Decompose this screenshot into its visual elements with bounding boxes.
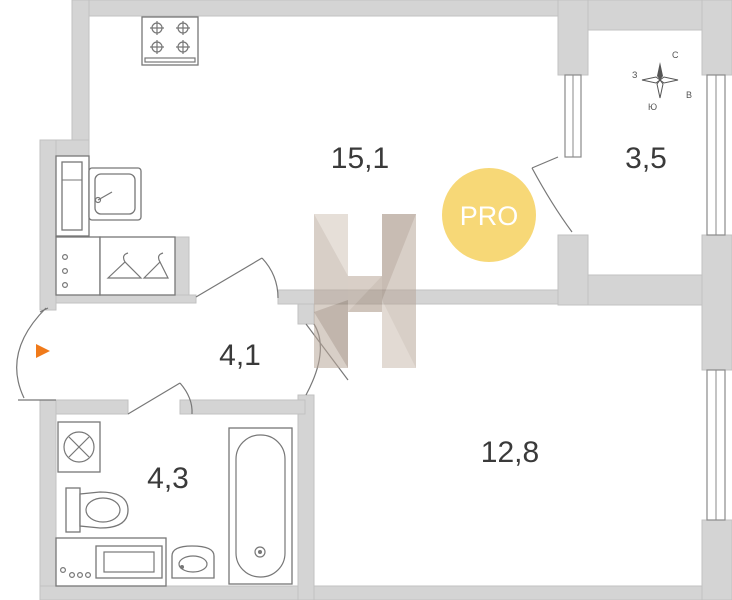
washbasin-icon [171,545,215,579]
balcony-window-left [564,74,582,158]
bathroom-area-label: 4,3 [147,462,189,495]
washbasin-counter [55,537,167,587]
hall-area-label: 4,1 [219,339,261,372]
stove-icon [141,16,199,66]
entrance-arrow-icon [36,344,50,358]
ventilation-icon [57,421,101,473]
bedroom-window [706,369,726,521]
kitchen-living-area-label: 15,1 [331,142,389,175]
toilet-icon [65,487,129,533]
compass-east-label: В [686,90,692,100]
compass-north-label: С [672,50,679,60]
h-logo-watermark-icon [314,214,416,368]
washing-machine-panel [55,236,101,296]
windows [564,74,726,521]
walls [39,0,732,600]
compass-south-label: Ю [648,102,657,112]
pro-badge: PRO [442,168,536,262]
balcony-window-right [706,74,726,236]
kitchen-counter [55,155,90,237]
compass-west-label: З [632,70,637,80]
compass-icon: С З В Ю [632,50,692,112]
pro-badge-label: PRO [460,201,519,231]
bedroom-area-label: 12,8 [481,436,539,469]
balcony-area-label: 3,5 [625,142,667,175]
kitchen-sink-icon [88,167,142,221]
bathtub-icon [228,427,293,585]
clothes-hanger-icon [99,236,176,296]
